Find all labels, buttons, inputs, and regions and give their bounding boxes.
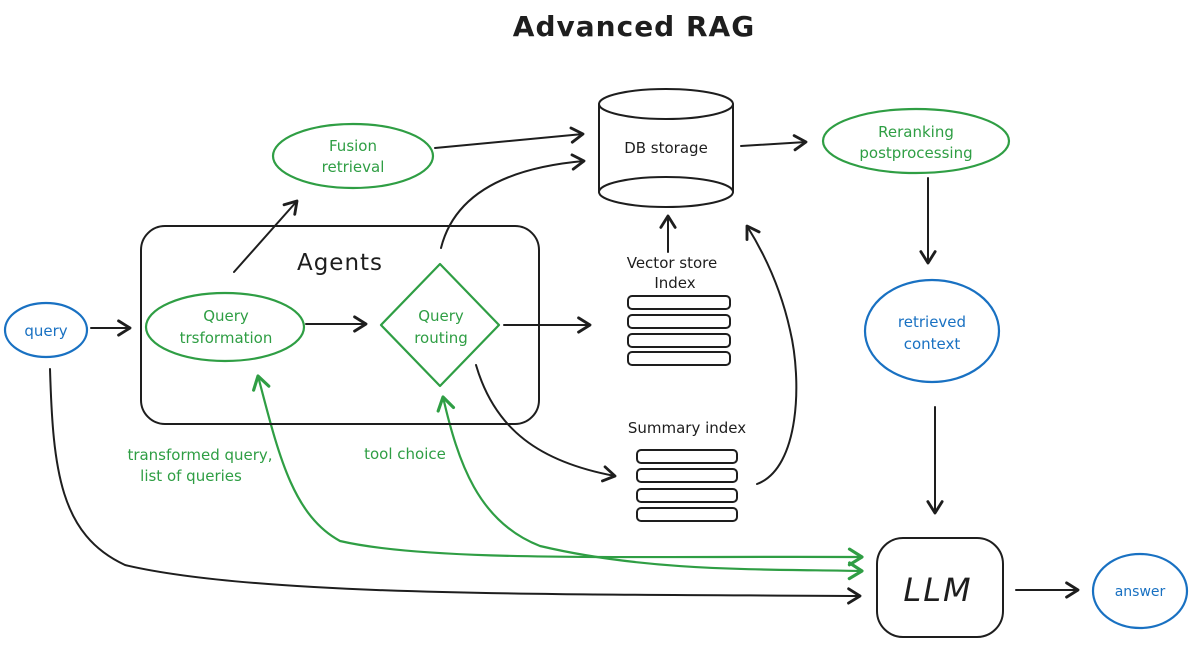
vector-store-index-label-line2: Index bbox=[654, 274, 695, 292]
transformed-query-note-line1: transformed query, bbox=[127, 446, 272, 464]
node-reranking-postprocessing: Reranking postprocessing bbox=[821, 107, 1011, 175]
node-query-routing: Query routing bbox=[379, 262, 501, 388]
group-agents: Agents Query trsformation Query routing bbox=[140, 225, 540, 425]
summary-index-bar bbox=[636, 507, 738, 522]
summary-index-bar bbox=[636, 488, 738, 503]
edge-fusion-to-db bbox=[434, 126, 585, 149]
db-storage-label: DB storage bbox=[624, 139, 708, 157]
edges bbox=[49, 126, 1080, 605]
vector-index-bar bbox=[627, 295, 731, 310]
query-routing-diamond bbox=[379, 262, 501, 388]
edge-transformation-to-fusion bbox=[233, 199, 299, 273]
edge-llm-transformation-feedback bbox=[252, 374, 864, 567]
vector-index-bar bbox=[627, 314, 731, 329]
node-answer: answer bbox=[1091, 552, 1189, 630]
db-cylinder-top bbox=[598, 88, 734, 120]
node-query-transformation: Query trsformation bbox=[144, 291, 306, 363]
agents-label: Agents bbox=[297, 250, 383, 276]
edge-llm-routing-feedback bbox=[436, 395, 864, 581]
db-cylinder-bottom bbox=[598, 176, 734, 208]
edge-query-to-llm bbox=[49, 368, 862, 605]
query-transformation-label-line1: Query bbox=[203, 307, 249, 325]
annotations: transformed query, list of queries tool … bbox=[127, 445, 445, 485]
node-summary-index: Summary index bbox=[628, 419, 746, 522]
query-routing-label-line2: routing bbox=[414, 329, 468, 347]
summary-index-label: Summary index bbox=[628, 419, 746, 437]
answer-label: answer bbox=[1115, 584, 1166, 600]
answer-ellipse bbox=[1091, 552, 1189, 630]
fusion-retrieval-label-line1: Fusion bbox=[329, 137, 377, 155]
edge-db-to-reranking bbox=[740, 134, 808, 152]
llm-label: LLM bbox=[903, 571, 972, 609]
fusion-retrieval-ellipse bbox=[271, 122, 435, 190]
query-transformation-ellipse bbox=[144, 291, 306, 363]
query-label: query bbox=[24, 322, 67, 340]
summary-index-bar bbox=[636, 468, 738, 483]
node-db-storage: DB storage bbox=[598, 88, 734, 208]
node-query: query bbox=[3, 301, 89, 359]
summary-index-bar bbox=[636, 449, 738, 464]
transformed-query-note-line2: list of queries bbox=[140, 467, 242, 485]
reranking-label-line2: postprocessing bbox=[859, 144, 972, 162]
vector-index-bar bbox=[627, 333, 731, 348]
tool-choice-note: tool choice bbox=[364, 445, 446, 463]
agents-box bbox=[140, 225, 540, 425]
node-vector-store-index: Vector store Index bbox=[627, 254, 731, 366]
reranking-label-line1: Reranking bbox=[878, 123, 954, 141]
query-transformation-label-line2: trsformation bbox=[180, 329, 273, 347]
node-fusion-retrieval: Fusion retrieval bbox=[271, 122, 435, 190]
fusion-retrieval-label-line2: retrieval bbox=[322, 158, 385, 176]
retrieved-context-ellipse bbox=[863, 278, 1001, 384]
llm-box bbox=[876, 537, 1004, 638]
node-llm: LLM bbox=[876, 537, 1004, 638]
vector-index-bar bbox=[627, 351, 731, 366]
edge-summary-index-to-db bbox=[745, 224, 798, 485]
reranking-ellipse bbox=[821, 107, 1011, 175]
edge-routing-to-summary-index bbox=[475, 364, 617, 483]
retrieved-context-label-line2: context bbox=[904, 335, 961, 353]
node-retrieved-context: retrieved context bbox=[863, 278, 1001, 384]
query-routing-label-line1: Query bbox=[418, 307, 464, 325]
diagram-title: Advanced RAG bbox=[513, 10, 755, 43]
vector-store-index-label-line1: Vector store bbox=[627, 254, 718, 272]
retrieved-context-label-line1: retrieved bbox=[898, 313, 966, 331]
query-ellipse bbox=[3, 301, 89, 359]
edge-routing-to-db bbox=[440, 153, 586, 249]
